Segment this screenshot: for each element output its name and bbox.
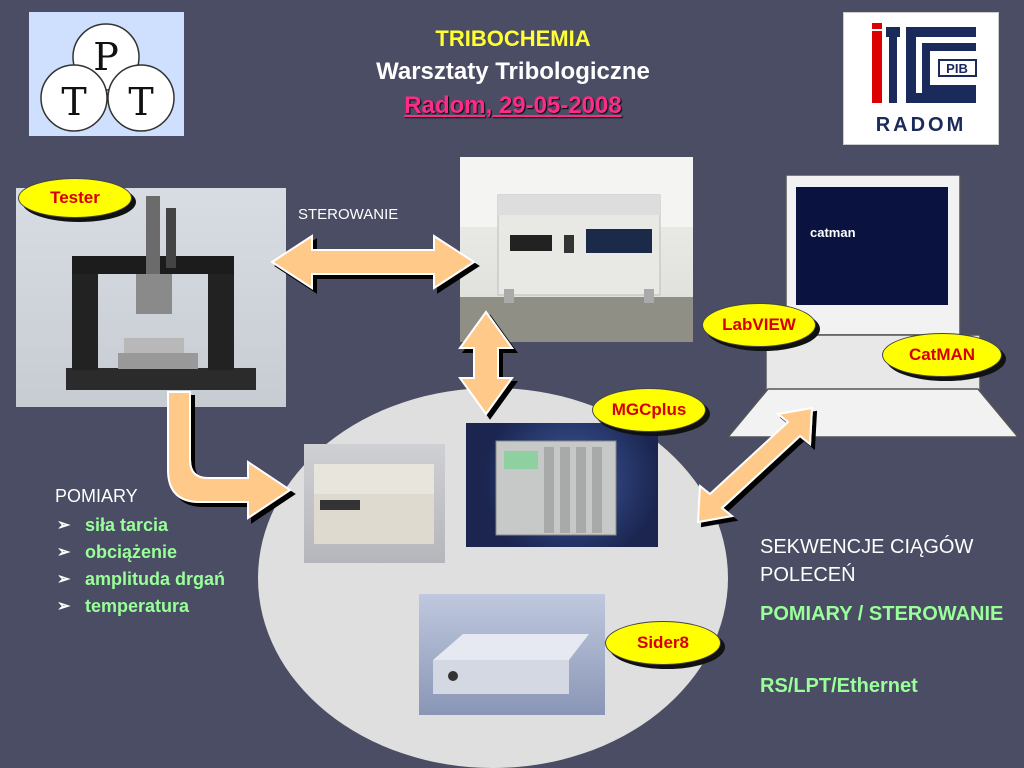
bullet-arrow-icon: ➢ [57, 544, 71, 561]
svg-text:catman: catman [810, 225, 856, 240]
bullet-arrow-icon: ➢ [57, 598, 71, 615]
bt08-device-photo [304, 444, 445, 563]
list-item: ➢amplituda drgań [55, 566, 255, 593]
arrow-tester-bt08 [167, 391, 292, 520]
title-warsztaty: Warsztaty Tribologiczne [376, 58, 650, 85]
list-item: ➢temperatura [55, 593, 255, 620]
controller-photo [460, 157, 693, 342]
callout-catman: CatMAN [882, 333, 1002, 377]
pomiary-list: ➢siła tarcia ➢obciążenie ➢amplituda drga… [55, 512, 255, 620]
pomiary-heading: POMIARY [55, 486, 138, 506]
ptt-letter-t2: T [128, 80, 153, 124]
bullet-arrow-icon: ➢ [57, 571, 71, 588]
ptt-letter-p: P [93, 35, 119, 79]
bullet-arrow-icon: ➢ [57, 517, 71, 534]
list-item: ➢obciążenie [55, 539, 255, 566]
list-item: ➢siła tarcia [55, 512, 255, 539]
arrow-computer-mgc [696, 406, 814, 524]
text-pomiary-sterowanie: POMIARY / STEROWANIE [760, 603, 1004, 625]
callout-tester: Tester [18, 178, 132, 218]
itee-pib-badge: PIB [946, 61, 968, 76]
ptt-logo: P T T [29, 12, 184, 136]
text-sekwencje: SEKWENCJE CIĄGÓW POLECEŃ [760, 536, 974, 586]
mgcplus-device-photo [466, 423, 658, 547]
itee-radom-text: RADOM [876, 114, 967, 136]
label-sterowanie: STEROWANIE [298, 206, 399, 223]
callout-labview: LabVIEW [702, 303, 816, 347]
callout-mgcplus: MGCplus [592, 388, 706, 432]
ptt-letter-t1: T [61, 80, 86, 124]
itee-radom-logo: PIB RADOM [843, 12, 999, 145]
title-date: Radom, 29-05-2008 [404, 92, 622, 119]
arrow-controller-mgc [458, 310, 514, 416]
sider8-device-photo [419, 594, 605, 715]
title-tribochemia: TRIBOCHEMIA [435, 26, 591, 51]
text-interfaces: RS/LPT/Ethernet [760, 675, 918, 697]
arrow-sterowanie [270, 234, 476, 290]
callout-sider8: Sider8 [605, 621, 721, 665]
tester-photo [16, 188, 286, 407]
